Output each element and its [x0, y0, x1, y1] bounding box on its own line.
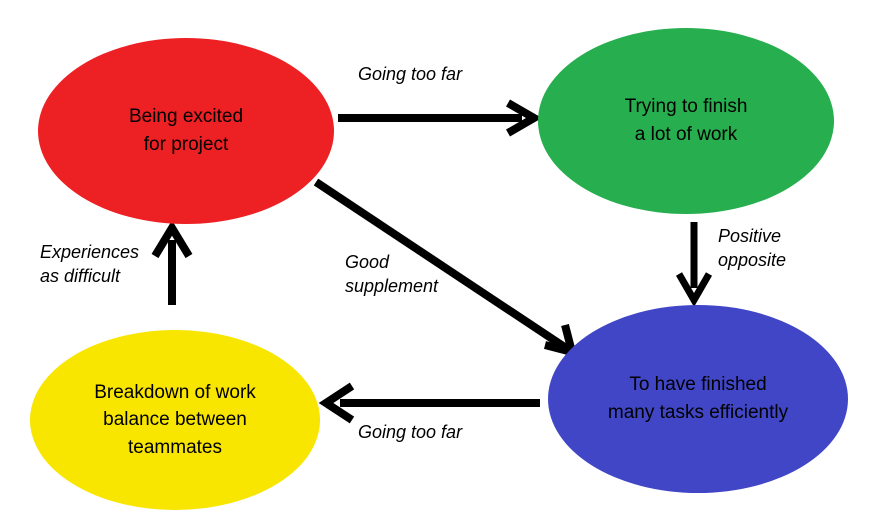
node-label: Being excited for project [128, 106, 244, 155]
edge-label-blue-to-yellow: Going too far [358, 422, 463, 442]
edge-label-yellow-to-red: Experiences as difficult [40, 242, 140, 287]
edge-label-green-to-blue: Positive opposite [718, 226, 787, 271]
node-being-excited-for-project[interactable]: Being excited for project [38, 38, 334, 224]
edge-label-red-to-green: Going too far [358, 64, 463, 84]
arrow-green-to-blue [675, 222, 713, 308]
arrow-blue-to-yellow [318, 382, 540, 424]
arrow-yellow-to-red [151, 220, 193, 305]
node-breakdown-of-work-balance[interactable]: Breakdown of work balance between teamma… [30, 330, 320, 510]
node-label: Trying to finish a lot of work [624, 96, 748, 145]
arrow-red-to-green [338, 99, 543, 137]
node-trying-to-finish-a-lot-of-work[interactable]: Trying to finish a lot of work [538, 28, 834, 214]
node-label: Breakdown of work balance between teamma… [94, 381, 256, 458]
node-label: To have finished many tasks efficiently [607, 374, 789, 423]
node-to-have-finished-many-tasks[interactable]: To have finished many tasks efficiently [548, 305, 848, 493]
edge-label-red-to-blue: Good supplement [345, 252, 439, 297]
